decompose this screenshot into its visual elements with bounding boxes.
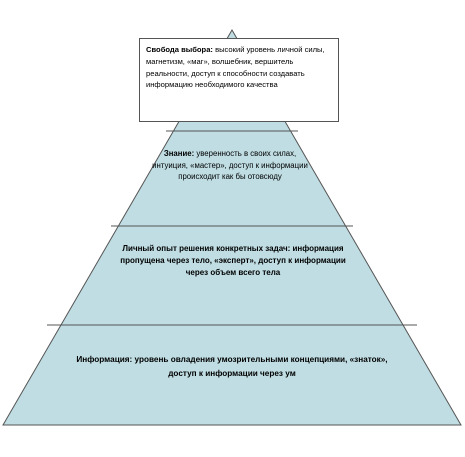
- tier-experience-text: информация пропущена через тело, «экспер…: [120, 244, 346, 277]
- tier-information: Информация: уровень овладения умозритель…: [62, 353, 402, 382]
- tier-experience-heading: Личный опыт решения конкретных задач:: [122, 244, 291, 253]
- tier-knowledge-text: уверенность в своих силах, интуиция, «ма…: [152, 149, 308, 182]
- tier-apex-text: высокий уровень личной силы, магнетизм, …: [146, 45, 325, 90]
- tier-information-heading: Информация:: [76, 355, 133, 364]
- pyramid-outline: [2, 29, 462, 426]
- tier-apex-heading: Свобода выбора:: [146, 45, 213, 54]
- tier-information-text: уровень овладения умозрительными концепц…: [132, 355, 388, 379]
- tier-experience: Личный опыт решения конкретных задач: ин…: [108, 243, 358, 279]
- tier-knowledge: Знание: уверенность в своих силах, интуи…: [150, 148, 310, 183]
- tier-knowledge-heading: Знание:: [163, 149, 195, 158]
- tier-apex-box: Свобода выбора: высокий уровень личной с…: [139, 38, 339, 122]
